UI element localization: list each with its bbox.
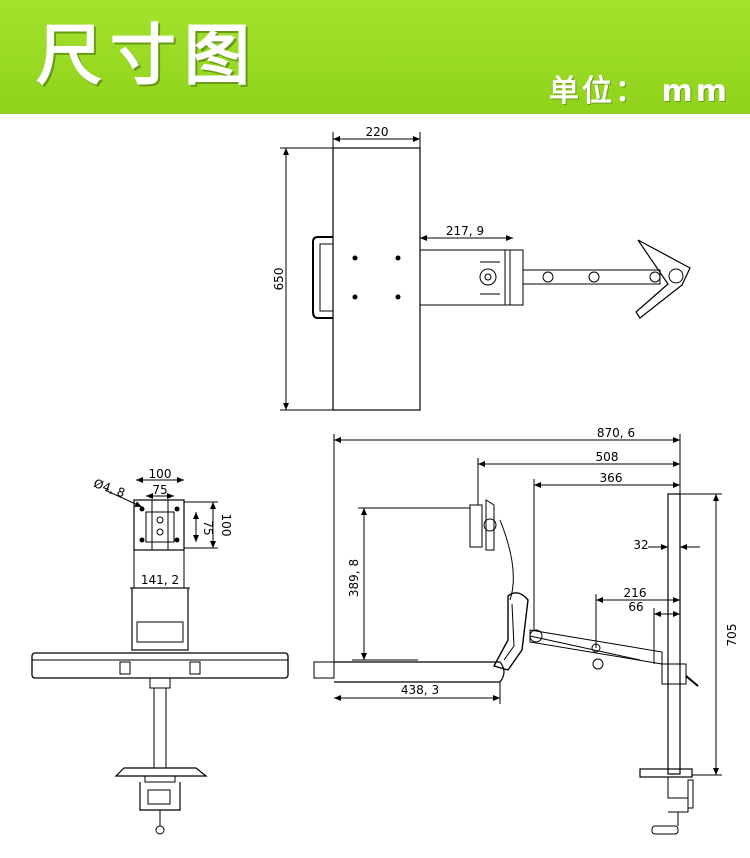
dim-705: 705 xyxy=(725,624,739,647)
dim-vesa-100: 100 xyxy=(149,467,172,481)
dim-141-2: 141, 2 xyxy=(141,573,179,587)
dim-hole: Ø4, 8 xyxy=(92,476,127,500)
dim-870-6: 870, 6 xyxy=(597,426,635,440)
dim-438-3: 438, 3 xyxy=(401,683,439,697)
side-view xyxy=(313,434,722,835)
dim-216: 216 xyxy=(624,586,647,600)
dim-508: 508 xyxy=(596,450,619,464)
dim-vesa-75-v: 75 xyxy=(201,520,215,535)
dim-vesa-100-v: 100 xyxy=(219,514,233,537)
page-title: 尺寸图 xyxy=(36,17,258,94)
keyboard-tray-top xyxy=(332,147,421,411)
dim-vesa-75: 75 xyxy=(152,483,167,497)
dim-389-8: 389, 8 xyxy=(347,559,361,597)
dim-32: 32 xyxy=(633,538,648,552)
dim-66: 66 xyxy=(628,600,643,614)
dim-220: 220 xyxy=(366,125,389,139)
header-banner: 尺寸图 单位： mm xyxy=(0,0,750,114)
dim-366: 366 xyxy=(600,471,623,485)
dim-217-9: 217, 9 xyxy=(446,224,484,238)
top-view xyxy=(280,132,691,411)
dim-650: 650 xyxy=(272,268,286,291)
unit-label: 单位： mm xyxy=(549,74,730,109)
front-view xyxy=(31,477,289,835)
